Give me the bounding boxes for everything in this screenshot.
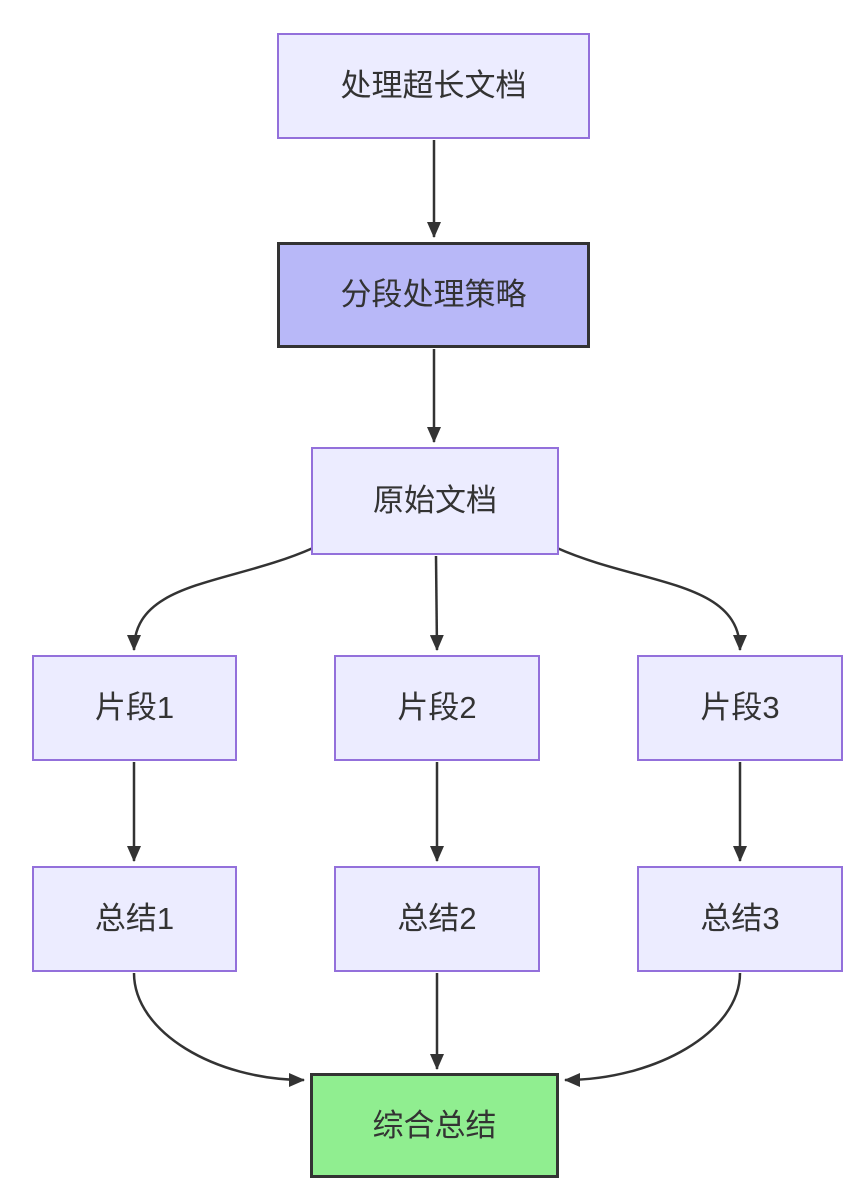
node-handle-long-document: 处理超长文档 — [277, 33, 590, 139]
node-label: 原始文档 — [373, 483, 497, 519]
node-label: 综合总结 — [372, 1107, 497, 1143]
node-combined-summary: 综合总结 — [310, 1073, 559, 1178]
node-fragment-3: 片段3 — [637, 655, 843, 761]
edge-e3-to-f — [564, 972, 742, 1087]
node-label: 总结2 — [397, 901, 477, 937]
node-label: 片段3 — [700, 690, 780, 726]
edge-c-to-d1 — [127, 546, 314, 651]
node-label: 总结1 — [94, 901, 175, 937]
node-label: 处理超长文档 — [340, 68, 527, 104]
node-original-document: 原始文档 — [311, 447, 559, 555]
node-summary-1: 总结1 — [32, 866, 237, 972]
node-segmentation-strategy: 分段处理策略 — [277, 242, 590, 348]
node-fragment-1: 片段1 — [32, 655, 237, 761]
node-label: 总结3 — [700, 901, 780, 937]
node-summary-3: 总结3 — [637, 866, 843, 972]
edge-e1-to-f — [132, 972, 305, 1087]
node-fragment-2: 片段2 — [334, 655, 540, 761]
node-label: 分段处理策略 — [340, 277, 527, 313]
edge-c-to-d3 — [556, 546, 747, 651]
node-label: 片段2 — [397, 690, 477, 726]
edge-c-to-d2 — [429, 555, 444, 651]
node-summary-2: 总结2 — [334, 866, 540, 972]
node-label: 片段1 — [94, 690, 175, 726]
